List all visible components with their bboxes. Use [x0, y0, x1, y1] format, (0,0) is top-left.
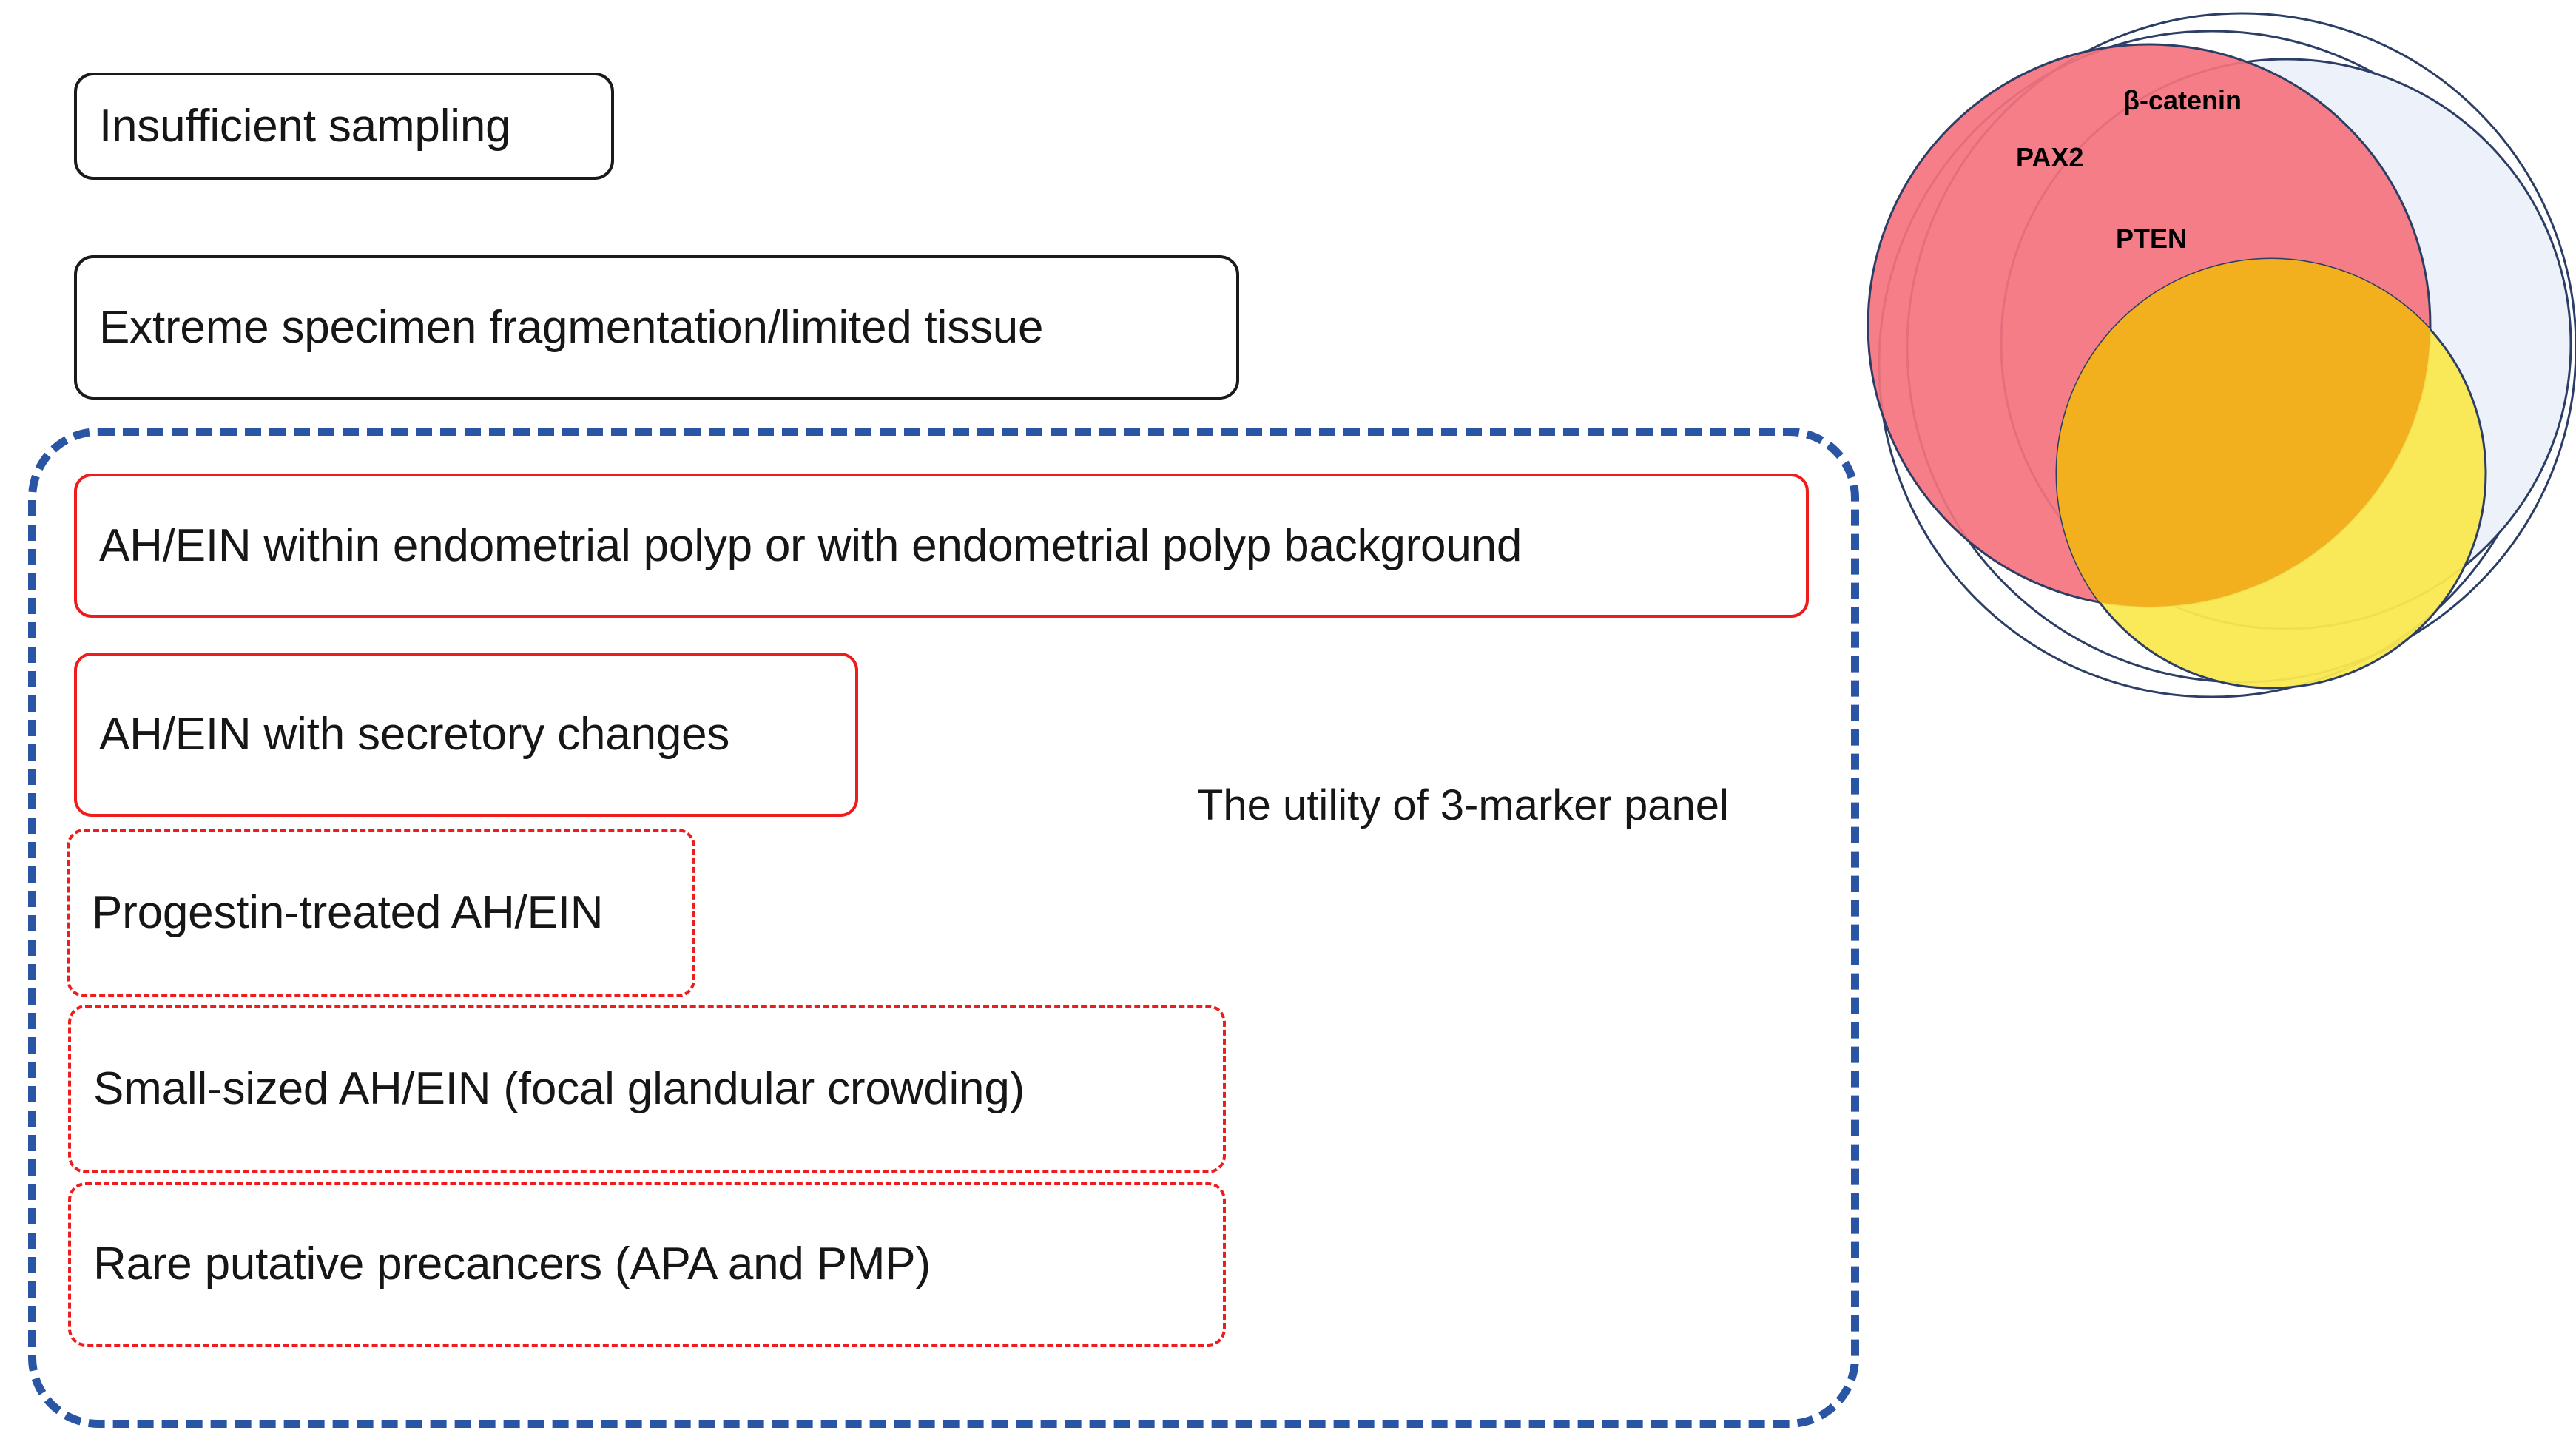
grouped-box-label: Rare putative precancers (APA and PMP): [93, 1239, 931, 1290]
limitation-box-label: Insufficient sampling: [99, 100, 511, 152]
limitation-box-insufficient-sampling[interactable]: Insufficient sampling: [74, 73, 614, 180]
grouped-box-rare-putative-precancers[interactable]: Rare putative precancers (APA and PMP): [68, 1182, 1226, 1347]
limitation-box-label: Extreme specimen fragmentation/limited t…: [99, 301, 1044, 353]
venn-label-beta-catenin: β-catenin: [2123, 85, 2242, 115]
grouped-box-ahein-secretory[interactable]: AH/EIN with secretory changes: [74, 653, 858, 817]
venn-svg: PAX2 β-catenin PTEN: [1867, 12, 2576, 698]
grouped-box-ahein-polyp[interactable]: AH/EIN within endometrial polyp or with …: [74, 474, 1809, 618]
venn-label-pten: PTEN: [2116, 223, 2187, 254]
limitation-box-extreme-fragmentation[interactable]: Extreme specimen fragmentation/limited t…: [74, 255, 1239, 400]
three-marker-panel-group: [28, 428, 1859, 1428]
grouped-box-label: AH/EIN with secretory changes: [99, 709, 730, 761]
venn-diagram: PAX2 β-catenin PTEN: [1850, 0, 2576, 725]
panel-caption: The utility of 3-marker panel: [1197, 781, 1729, 829]
grouped-box-label: AH/EIN within endometrial polyp or with …: [99, 519, 1523, 571]
grouped-box-progestin-treated[interactable]: Progestin-treated AH/EIN: [67, 829, 695, 997]
grouped-box-label: Progestin-treated AH/EIN: [92, 887, 604, 939]
grouped-box-label: Small-sized AH/EIN (focal glandular crow…: [93, 1063, 1025, 1115]
venn-label-pax2: PAX2: [2016, 142, 2083, 172]
grouped-box-small-sized-ahein[interactable]: Small-sized AH/EIN (focal glandular crow…: [68, 1005, 1226, 1173]
